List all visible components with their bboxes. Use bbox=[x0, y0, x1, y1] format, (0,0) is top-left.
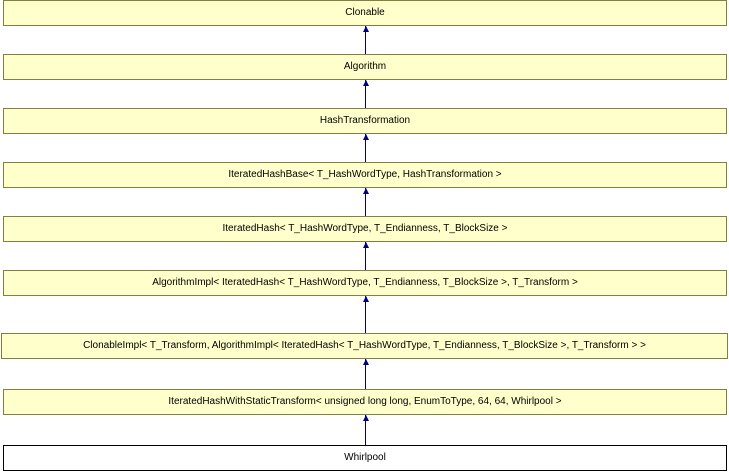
class-node-label: Clonable bbox=[345, 7, 385, 18]
arrow-up-icon bbox=[363, 415, 369, 421]
class-node-iterated-hash-base[interactable]: IteratedHashBase< T_HashWordType, HashTr… bbox=[3, 162, 727, 188]
inheritance-edge bbox=[365, 415, 366, 445]
class-node-label: HashTransformation bbox=[319, 115, 411, 126]
class-node-iterated-hash-with-static-transform[interactable]: IteratedHashWithStaticTransform< unsigne… bbox=[3, 389, 727, 415]
inheritance-edge bbox=[365, 26, 366, 54]
inheritance-edge bbox=[365, 134, 366, 162]
class-node-algorithm-impl[interactable]: AlgorithmImpl< IteratedHash< T_HashWordT… bbox=[3, 270, 727, 296]
arrow-up-icon bbox=[363, 188, 369, 194]
inheritance-edge bbox=[365, 188, 366, 216]
arrow-up-icon bbox=[363, 80, 369, 86]
inheritance-edge bbox=[365, 359, 366, 389]
inheritance-edge bbox=[365, 296, 366, 333]
class-node-iterated-hash[interactable]: IteratedHash< T_HashWordType, T_Endianne… bbox=[3, 216, 727, 242]
class-node-label: AlgorithmImpl< IteratedHash< T_HashWordT… bbox=[152, 277, 578, 288]
class-node-whirlpool[interactable]: Whirlpool bbox=[3, 445, 727, 471]
arrow-up-icon bbox=[363, 134, 369, 140]
arrow-up-icon bbox=[363, 296, 369, 302]
class-node-clonable-impl[interactable]: ClonableImpl< T_Transform, AlgorithmImpl… bbox=[1, 333, 728, 359]
arrow-up-icon bbox=[363, 26, 369, 32]
arrow-up-icon bbox=[363, 359, 369, 365]
class-node-label: IteratedHashBase< T_HashWordType, HashTr… bbox=[228, 169, 502, 180]
inheritance-edge bbox=[365, 80, 366, 108]
class-node-clonable[interactable]: Clonable bbox=[3, 0, 727, 26]
class-node-label: Whirlpool bbox=[344, 452, 386, 463]
class-node-algorithm[interactable]: Algorithm bbox=[3, 54, 727, 80]
class-node-label: Algorithm bbox=[343, 61, 387, 72]
class-node-label: IteratedHash< T_HashWordType, T_Endianne… bbox=[222, 223, 508, 234]
class-node-label: IteratedHashWithStaticTransform< unsigne… bbox=[168, 396, 562, 407]
class-node-label: ClonableImpl< T_Transform, AlgorithmImpl… bbox=[83, 340, 646, 351]
inheritance-edge bbox=[365, 242, 366, 270]
arrow-up-icon bbox=[363, 242, 369, 248]
class-node-hash-transformation[interactable]: HashTransformation bbox=[3, 108, 727, 134]
